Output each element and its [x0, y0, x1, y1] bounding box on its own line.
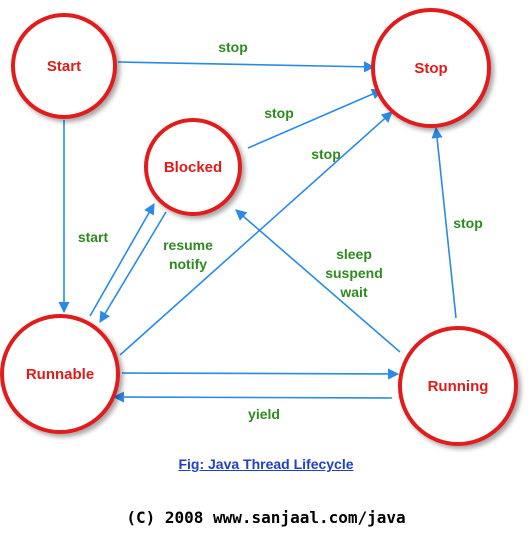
edge-blocked-to-runnable — [99, 211, 167, 323]
state-label-running: Running — [428, 378, 489, 395]
edge-label-running-blocked-1: sleep — [336, 246, 372, 262]
edge-label-blocked-runnable-1: resume — [163, 237, 213, 253]
edge-runnable-to-blocked — [89, 203, 155, 317]
edge-label-running-stop: stop — [453, 215, 483, 231]
state-stop: Stop — [371, 8, 491, 128]
edge-label-blocked-stop: stop — [264, 105, 294, 121]
edge-label-running-blocked-2: suspend — [325, 265, 383, 281]
edge-start-to-stop — [117, 61, 376, 73]
edge-running-to-blocked — [235, 209, 401, 353]
state-label-blocked: Blocked — [164, 159, 222, 176]
state-blocked: Blocked — [144, 118, 242, 216]
edge-running-to-stop — [431, 126, 457, 319]
state-runnable: Runnable — [0, 314, 120, 434]
edge-label-running-blocked-3: wait — [339, 284, 368, 300]
state-label-stop: Stop — [414, 60, 447, 77]
edge-runnable-to-stop — [119, 111, 393, 356]
edge-label-blocked-runnable-2: notify — [169, 256, 207, 272]
edge-runnable-to-running — [121, 368, 400, 380]
state-start: Start — [11, 13, 117, 119]
figure-caption: Fig: Java Thread Lifecycle — [178, 456, 354, 472]
state-label-runnable: Runnable — [26, 366, 94, 383]
edge-running-to-runnable — [112, 391, 393, 403]
edge-label-start-stop: stop — [218, 39, 248, 55]
copyright-footer: (C) 2008 www.sanjaal.com/java — [126, 508, 406, 527]
edge-label-running-runnable: yield — [248, 406, 280, 422]
state-label-start: Start — [47, 58, 81, 75]
edge-label-start-runnable: start — [78, 229, 109, 245]
state-running: Running — [398, 326, 518, 446]
edge-blocked-to-stop — [247, 88, 384, 149]
edge-label-runnable-stop: stop — [311, 146, 341, 162]
